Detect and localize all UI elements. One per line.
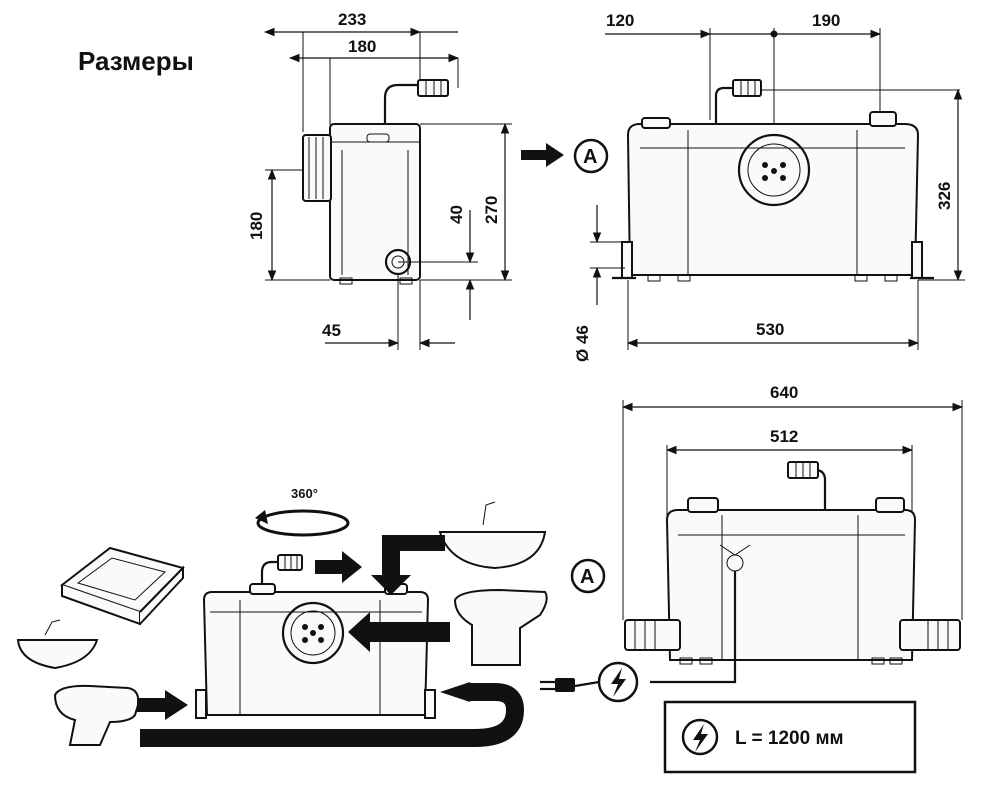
view-a: 640 512 [540, 383, 964, 703]
dim-d46: Ø 46 [573, 325, 592, 362]
rotation-arrow-icon [256, 509, 350, 537]
dim-180-top: 180 [348, 37, 376, 56]
rotation-label: 360° [291, 486, 318, 501]
flow-arrow-icon [371, 535, 445, 595]
view-a-marker-top: A [583, 146, 597, 168]
dim-270: 270 [482, 196, 501, 224]
cable-length-box: L = 1200 мм [663, 700, 917, 774]
view-a-marker-bottom: A [580, 566, 594, 588]
lightning-icon [693, 724, 708, 752]
dim-512: 512 [770, 427, 798, 446]
dim-326: 326 [935, 182, 954, 210]
plug-icon [555, 678, 575, 692]
dim-640: 640 [770, 383, 798, 402]
dim-233: 233 [338, 10, 366, 29]
dim-45: 45 [322, 321, 341, 340]
side-view: 233 180 180 270 [247, 10, 512, 350]
dim-120: 120 [606, 11, 634, 30]
lightning-icon [611, 668, 626, 697]
view-a-arrow-top: A [521, 138, 609, 174]
flow-arrow-icon [137, 690, 188, 720]
cable-length-label: L = 1200 мм [735, 728, 844, 749]
dim-190: 190 [812, 11, 840, 30]
flow-arrow-icon [315, 551, 362, 583]
installation-illustration: 360° [16, 486, 548, 747]
flow-arrow-icon [348, 612, 450, 652]
page-title: Размеры [78, 46, 194, 76]
dim-40: 40 [447, 205, 466, 224]
dim-180-side: 180 [247, 212, 266, 240]
dim-530: 530 [756, 320, 784, 339]
front-view: 120 190 326 [573, 11, 965, 362]
